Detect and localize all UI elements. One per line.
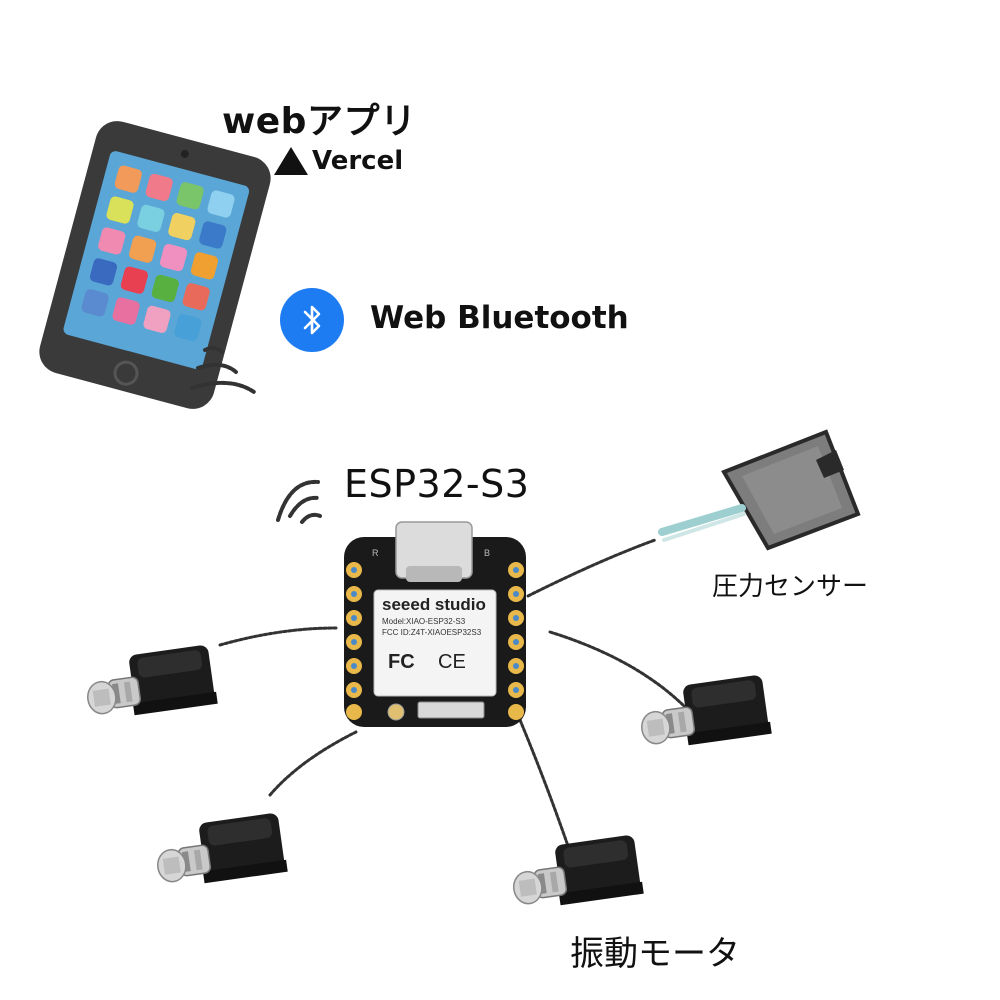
ce-mark: CE [438,651,466,673]
web-bluetooth-label: Web Bluetooth [370,300,629,336]
web-app-label: webアプリ [222,101,417,142]
board-brand: seeed studio [382,595,486,614]
vercel-text: Vercel [312,146,404,176]
smartphone-icon [39,121,271,409]
esp32-label: ESP32-S3 [344,462,530,506]
board-fcc: FCC ID:Z4T-XIAOESP32S3 [382,628,482,637]
vercel-label: Vercel [274,146,403,176]
bluetooth-icon [280,288,344,352]
pressure-sensor-icon [658,429,861,551]
vibration-motor-icon [635,673,773,753]
board-model: Model:XIAO-ESP32-S3 [382,617,466,626]
vercel-triangle-icon [274,147,308,175]
connection-lines [218,538,692,848]
phone-signal-waves-icon [190,345,256,394]
wifi-waves-icon [276,479,322,524]
pressure-sensor-label: 圧力センサー [712,572,869,602]
pin-label-r: R [372,548,379,558]
microcontroller-board: R B seeed studio Model:XIAO-ESP32-S3 FCC… [344,521,526,727]
vibration-motor-icon [151,811,289,891]
pin-label-b: B [484,548,490,558]
vibration-motor-label: 振動モータ [570,934,740,974]
bluetooth-glyph [303,305,321,335]
vibration-motor-icon [81,643,219,723]
fc-mark: FC [388,651,415,673]
vibration-motor-icon [507,833,645,913]
